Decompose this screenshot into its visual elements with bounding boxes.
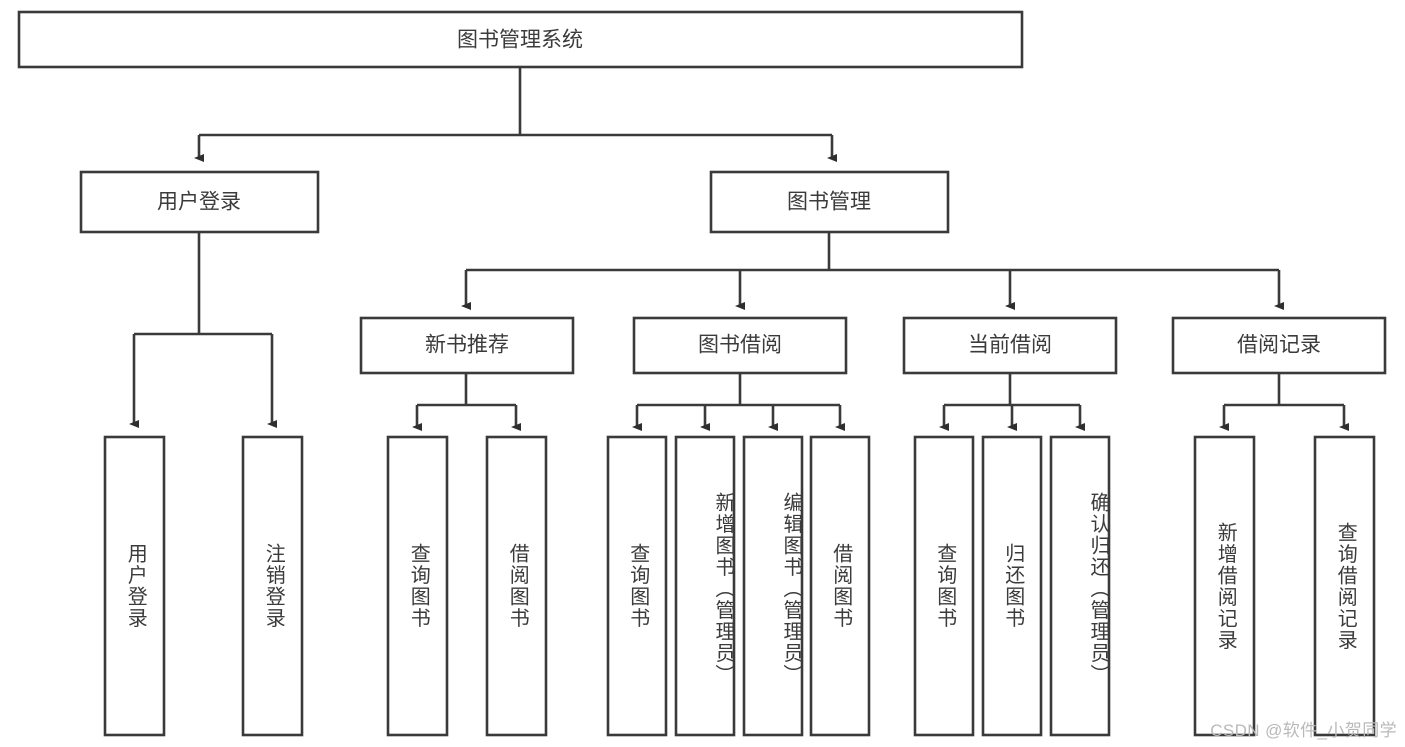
- leaf-label-current-borrow-2: 确认归还（管理员）: [1087, 492, 1109, 686]
- connector-book-manage-to-level3: [461, 232, 1284, 310]
- label-user-login: 用户登录: [157, 191, 241, 214]
- label-current-borrow: 当前借阅: [968, 334, 1052, 357]
- leaf-label-borrow-record-1: 查询借阅记录: [1334, 521, 1357, 651]
- label-book-management: 图书管理: [787, 191, 871, 214]
- leaf-label-current-borrow-0: 查询图书: [933, 543, 956, 629]
- connector-user-login-to-leaves: [129, 232, 277, 428]
- leaf-label-book-borrow-1: 新增图书（管理员）: [712, 492, 734, 686]
- leaf-borrow-record-1[interactable]: [1313, 435, 1376, 737]
- connector-new-book-to-leaves: [412, 373, 521, 431]
- connector-borrow-record-to-leaves: [1219, 373, 1349, 431]
- leaf-current-borrow-2[interactable]: [1049, 435, 1111, 737]
- connector-root-to-level2: [194, 66, 837, 162]
- leaf-current-borrow-1[interactable]: [981, 435, 1043, 737]
- label-book-borrow: 图书借阅: [698, 334, 782, 357]
- leaf-current-borrow-0[interactable]: [913, 435, 975, 737]
- leaf-book-borrow-0[interactable]: [606, 435, 668, 737]
- leaf-borrow-record-0[interactable]: [1193, 435, 1256, 737]
- leaf-new-book-1[interactable]: [485, 435, 548, 737]
- node-book-borrow[interactable]: [632, 316, 848, 375]
- leaf-book-borrow-3[interactable]: [809, 435, 871, 737]
- leaf-label-user-login-1: 注销登录: [262, 543, 285, 629]
- leaf-label-current-borrow-1: 归还图书: [1001, 543, 1024, 629]
- node-book-management[interactable]: [709, 170, 950, 234]
- connector-book-borrow-to-leaves: [632, 373, 845, 431]
- label-borrow-record: 借阅记录: [1237, 334, 1321, 357]
- node-root-book-management-system[interactable]: [17, 10, 1024, 69]
- leaf-label-new-book-1: 借阅图书: [506, 543, 529, 629]
- leaf-user-login-1[interactable]: [241, 435, 304, 737]
- label-new-book-recommend: 新书推荐: [425, 334, 509, 357]
- leaf-new-book-0[interactable]: [386, 435, 449, 737]
- leaf-user-login-0[interactable]: [103, 435, 166, 737]
- leaf-label-new-book-0: 查询图书: [407, 543, 430, 629]
- node-user-login[interactable]: [79, 170, 320, 234]
- leaf-book-borrow-2[interactable]: [742, 435, 804, 737]
- leaf-book-borrow-1[interactable]: [674, 435, 736, 737]
- label-root: 图书管理系统: [457, 29, 583, 52]
- leaf-label-book-borrow-3: 借阅图书: [829, 543, 852, 629]
- node-borrow-record[interactable]: [1171, 316, 1387, 375]
- node-new-book-recommend[interactable]: [359, 316, 575, 375]
- connector-current-borrow-to-leaves: [939, 373, 1085, 431]
- leaf-label-book-borrow-2: 编辑图书（管理员）: [780, 492, 802, 686]
- leaf-label-borrow-record-0: 新增借阅记录: [1214, 521, 1237, 651]
- node-current-borrow[interactable]: [902, 316, 1118, 375]
- watermark: CSDN @软件_小贺同学: [1210, 721, 1397, 740]
- leaf-label-book-borrow-0: 查询图书: [626, 543, 649, 629]
- leaf-label-user-login-0: 用户登录: [124, 543, 147, 629]
